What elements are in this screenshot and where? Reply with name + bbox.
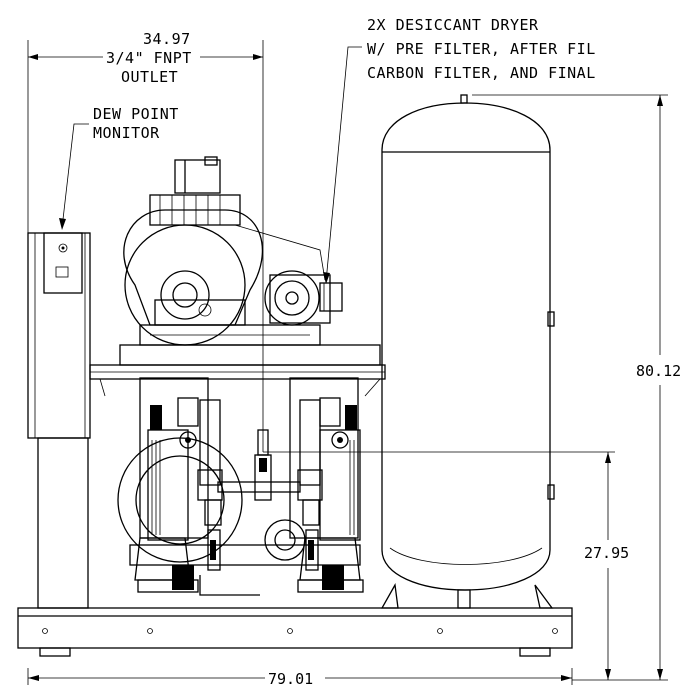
dryer-callout-line1: 2X DESICCANT DRYER xyxy=(367,16,539,34)
upper-compressor xyxy=(123,156,326,346)
dew-point-leader xyxy=(59,123,89,230)
overall-height-dimension xyxy=(472,94,668,681)
upper-motor xyxy=(264,270,343,326)
upper-shelf xyxy=(89,344,386,397)
overall-width-dimension xyxy=(27,668,573,685)
base-skid xyxy=(17,607,573,657)
monitor-label: MONITOR xyxy=(93,124,160,142)
outlet-height-value: 27.95 xyxy=(584,544,629,562)
overall-height-value: 80.12 xyxy=(636,362,681,380)
dryer-left xyxy=(134,377,223,593)
outlet-dimension-label: 34.97 xyxy=(143,30,191,48)
dew-point-label: DEW POINT xyxy=(93,105,179,123)
lower-compressor xyxy=(117,437,361,596)
dryer-callout-line3: CARBON FILTER, AND FINAL xyxy=(367,64,596,82)
outlet-height-dimension xyxy=(263,451,615,680)
outlet-size-label: 3/4" FNPT xyxy=(106,49,192,67)
dryer-leader xyxy=(323,46,362,284)
outlet-manifold xyxy=(217,425,301,501)
dew-point-monitor xyxy=(27,232,91,609)
receiver-tank xyxy=(380,94,555,609)
overall-width-value: 79.01 xyxy=(268,670,313,688)
outlet-label: OUTLET xyxy=(121,68,178,86)
outlet-leader xyxy=(27,40,264,425)
dryer-callout-line2: W/ PRE FILTER, AFTER FIL xyxy=(367,40,596,58)
dryer-right xyxy=(289,377,364,593)
